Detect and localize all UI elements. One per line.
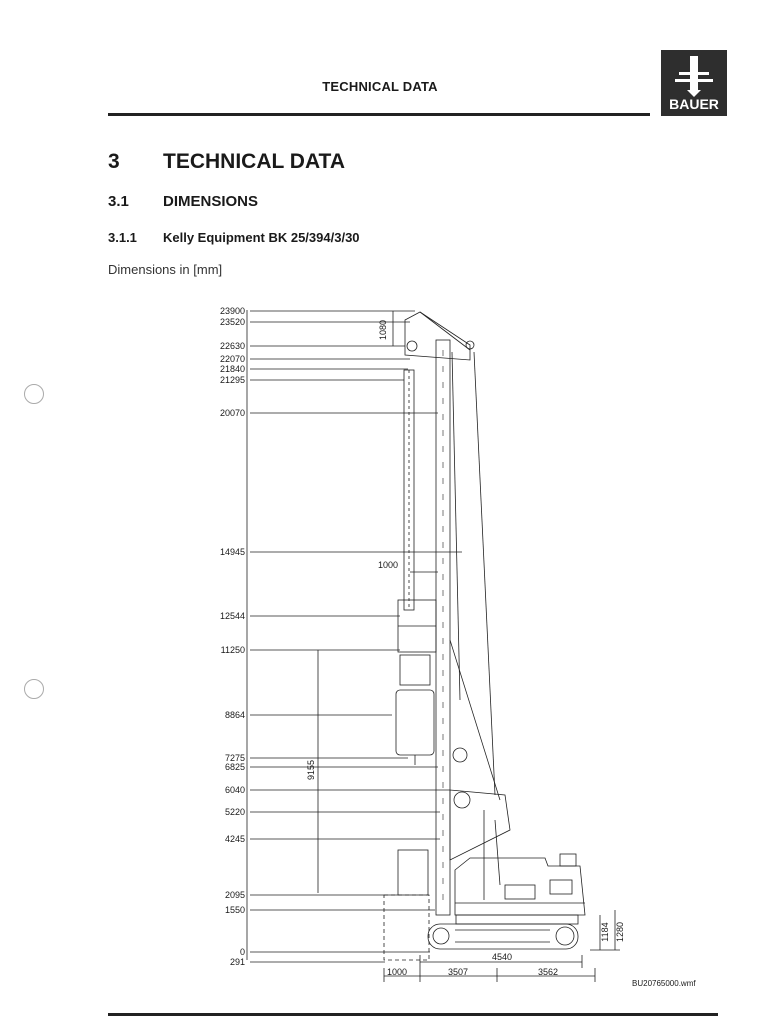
height-label: 21295 [220, 375, 245, 385]
height-label: 6825 [225, 762, 245, 772]
section-heading: 3 TECHNICAL DATA [108, 150, 345, 174]
height-label: 11250 [221, 645, 245, 655]
height-label: 6040 [225, 785, 245, 795]
bauer-logo: BAUER [661, 50, 727, 116]
footer-rule [108, 1013, 718, 1016]
dim-label-1000-top: 1000 [378, 560, 398, 570]
logo-text: BAUER [669, 96, 719, 112]
dim-label-1184: 1184 [600, 922, 610, 941]
height-label: 0 [240, 947, 245, 957]
height-label: 12544 [220, 611, 245, 621]
height-label: 291 [230, 957, 245, 967]
subsection-number: 3.1 [108, 193, 129, 210]
dim-label-4540: 4540 [492, 952, 512, 962]
dim-label-3507: 3507 [448, 967, 468, 977]
height-label: 22070 [220, 354, 245, 364]
height-label: 5220 [225, 807, 245, 817]
subsection-title: DIMENSIONS [163, 193, 259, 210]
subsubsection-number: 3.1.1 [108, 230, 137, 245]
page-header-title: TECHNICAL DATA [322, 79, 438, 94]
dim-label-1280: 1280 [615, 922, 625, 942]
dim-label-9155: 9155 [306, 760, 316, 780]
height-label: 7275 [225, 753, 245, 763]
dim-label-1000-bottom: 1000 [387, 967, 407, 977]
height-label: 4245 [225, 834, 245, 844]
height-label: 23520 [220, 317, 245, 327]
height-label: 2095 [225, 890, 245, 900]
units-note: Dimensions in [mm] [108, 262, 223, 277]
subsubsection-heading: 3.1.1 Kelly Equipment BK 25/394/3/30 [108, 230, 360, 245]
subsubsection-title: Kelly Equipment BK 25/394/3/30 [163, 230, 360, 245]
header-rule [108, 113, 650, 116]
section-number: 3 [108, 150, 120, 173]
punch-hole [24, 384, 44, 404]
subsection-heading: 3.1 DIMENSIONS [108, 193, 258, 210]
height-label: 8864 [225, 710, 245, 720]
dim-label-3562: 3562 [538, 967, 558, 977]
height-label: 23900 [220, 306, 245, 316]
height-label: 1550 [225, 905, 245, 915]
height-label: 14945 [220, 547, 245, 557]
height-label: 20070 [220, 408, 245, 418]
dim-label-1080: 1080 [378, 320, 388, 340]
punch-hole [24, 679, 44, 699]
section-title: TECHNICAL DATA [163, 150, 345, 173]
height-label: 22630 [220, 341, 245, 351]
file-reference: BU20765000.wmf [632, 979, 696, 988]
height-label: 21840 [220, 364, 245, 374]
bauer-logo-mark-icon [675, 56, 713, 97]
